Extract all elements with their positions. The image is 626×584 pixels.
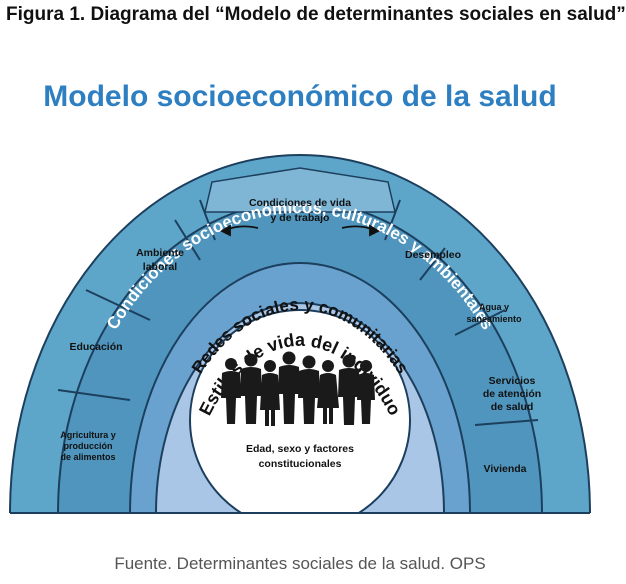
segment-agricultura: Agricultura y producción de alimentos [60,430,116,462]
segment-label: Educación [69,341,122,353]
living-conditions-top-box [204,167,396,213]
segment-label: laboral [143,261,178,273]
segment-label: saneamiento [466,314,522,324]
segment-dividers [57,199,539,426]
group-of-people-icon [221,351,375,426]
segment-label: Servicios [489,375,536,387]
core-label-2: constitucionales [259,458,342,470]
arrows-icon [220,224,380,237]
core-label-1: Edad, sexo y factores [246,443,354,455]
segment-label: de salud [491,401,534,413]
figure-caption: Figura 1. Diagrama del “Modelo de determ… [6,4,626,25]
living-conditions-label-2: y de trabajo [271,212,330,224]
living-conditions-label-1: Condiciones de vida [249,197,351,209]
segment-servicios: Servicios de atención de salud [483,375,541,413]
segment-label: Desempleo [405,249,461,261]
segment-label: producción [64,441,113,451]
segment-educacion: Educación [69,341,122,353]
segment-label: Agua y [479,302,509,312]
segment-label: de atención [483,388,541,400]
segment-label: Vivienda [484,463,527,475]
segment-agua: Agua y saneamiento [466,302,522,324]
determinants-diagram: Condiciones socioeconómicos, culturales … [8,154,592,531]
model-title: Modelo socioeconómico de la salud [43,80,557,113]
segment-label: Agricultura y [60,430,116,440]
segment-desempleo: Desempleo [405,249,461,261]
segment-vivienda: Vivienda [484,463,527,475]
source-note: Fuente. Determinantes sociales de la sal… [114,554,486,573]
segment-label: de alimentos [60,452,115,462]
segment-ambiente-laboral: Ambiente laboral [136,247,184,273]
segment-label: Ambiente [136,247,184,259]
